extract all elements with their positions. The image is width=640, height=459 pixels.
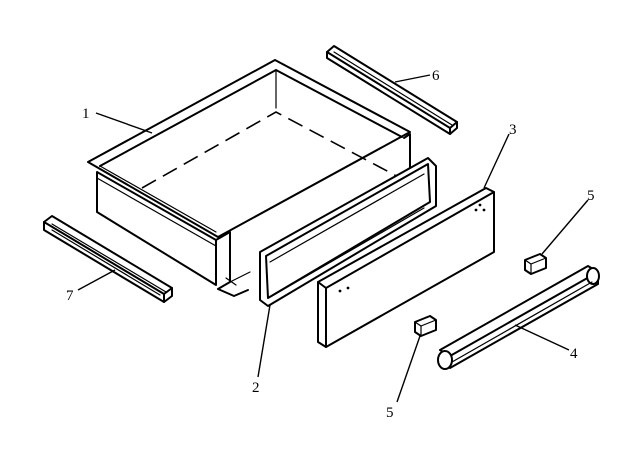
leader-lines — [77, 74, 589, 403]
drawer-box — [87, 59, 411, 297]
front-insert-panel — [317, 187, 495, 348]
callout-3: 3 — [509, 122, 517, 138]
callout-2: 2 — [252, 380, 260, 396]
callout-1: 1 — [82, 106, 90, 122]
rear-rail — [326, 45, 458, 135]
clip-upper — [524, 253, 547, 275]
callout-labels: 1 2 3 4 5 5 6 7 — [66, 68, 595, 421]
callout-5b: 5 — [386, 405, 394, 421]
callout-7: 7 — [66, 288, 74, 304]
callout-6: 6 — [432, 68, 440, 84]
callout-4: 4 — [570, 346, 578, 362]
side-rail — [43, 215, 173, 303]
callout-5a: 5 — [587, 188, 595, 204]
handle-bar — [437, 265, 600, 370]
front-panel-frame — [259, 157, 437, 307]
clip-lower — [414, 315, 437, 337]
